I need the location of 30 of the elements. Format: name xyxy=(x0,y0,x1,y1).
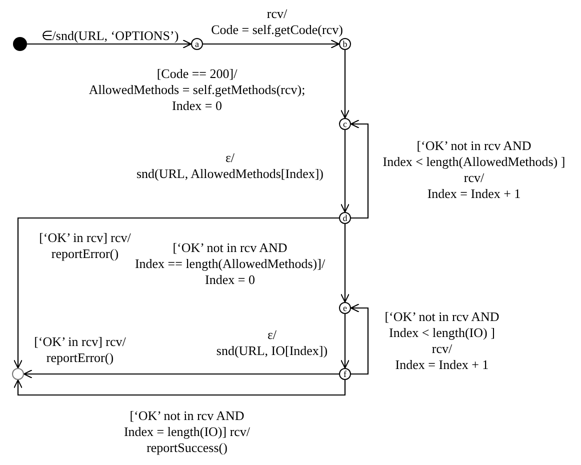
state-circle: e xyxy=(339,302,351,314)
transition-arrow xyxy=(13,379,346,396)
state-circle: b xyxy=(339,38,351,50)
transition-arrow xyxy=(340,314,350,369)
transition-label: [Code == 200]/ AllowedMethods = self.getMethods(rcv); Index = 0 xyxy=(88,66,306,114)
state-circle: d xyxy=(339,212,351,224)
transition-label: ε/ snd(URL, IO[Index]) xyxy=(216,327,328,359)
final-state-circle xyxy=(12,368,24,380)
transition-label: [‘OK’ not in rcv AND Index < length(IO) ] rcv/ Index = Index + 1 xyxy=(384,309,500,373)
transition-arrow xyxy=(340,50,350,119)
transition-label: ∈/snd(URL, ‘OPTIONS’) xyxy=(41,28,179,44)
transition-arrow xyxy=(23,369,339,379)
initial-state-dot xyxy=(13,37,27,51)
transition-arrow xyxy=(13,217,339,369)
state-circle: a xyxy=(191,38,203,50)
transition-label: [‘OK’ not in rcv AND Index = length(IO)] rcv/ reportSuccess() xyxy=(124,408,250,456)
transition-arrow xyxy=(340,224,350,303)
transition-label: rcv/ Code = self.getCode(rcv) xyxy=(211,6,343,38)
transition-label: [‘OK’ in rcv] rcv/ reportError() xyxy=(34,334,126,366)
transition-arrow xyxy=(350,119,369,219)
transition-label: [‘OK’ in rcv] rcv/ reportError() xyxy=(39,230,131,262)
transition-arrow xyxy=(350,303,369,375)
state-circle: c xyxy=(339,118,351,130)
transition-label: [‘OK’ not in rcv AND Index < length(AllowedMethods) ] rcv/ Index = Index + 1 xyxy=(382,138,566,202)
transition-arrow xyxy=(203,39,340,49)
transition-arrow xyxy=(340,130,350,213)
transition-label: [‘OK’ not in rcv AND Index == length(AllowedMethods)]/ Index = 0 xyxy=(134,240,326,288)
state-circle: f xyxy=(339,368,351,380)
transition-arrow xyxy=(27,39,192,49)
transition-label: ε/ snd(URL, AllowedMethods[Index]) xyxy=(136,150,324,182)
